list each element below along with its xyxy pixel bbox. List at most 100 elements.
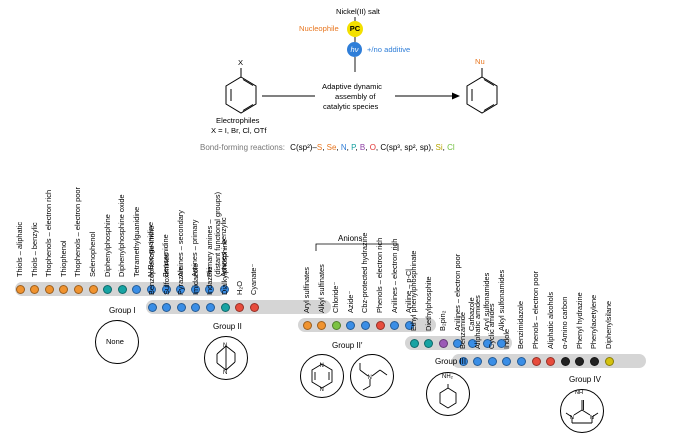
substrate-dot [482, 338, 492, 348]
aryl-nucleophile-product-structure [466, 68, 498, 114]
group-2-label: Group II [213, 322, 242, 331]
svg-text:N: N [320, 387, 324, 393]
substrate-dot [191, 302, 201, 312]
substrate-dot [59, 284, 69, 294]
substrate-dot [375, 320, 385, 330]
bond-element-separator: , [442, 143, 448, 152]
bond-element-0: S [316, 143, 323, 152]
bond-element-separator: , [355, 143, 360, 152]
bond-element-5: O [369, 143, 376, 152]
bond-element-list: S, Se, N, P, B, O, C(sp³, sp², sp), Si, … [317, 143, 455, 152]
group-4-ligand-label: NH [575, 390, 583, 396]
adaptive-text-line3: catalytic species [323, 102, 379, 111]
substrate-dot [331, 320, 341, 330]
svg-text:N: N [570, 415, 574, 421]
bond-element-separator: , [431, 143, 436, 152]
reaction-scheme [225, 17, 498, 114]
group-2-prime-label: Group II′ [332, 341, 363, 350]
bond-element-2: N [340, 143, 347, 152]
cyclohexylamine-structure-icon [439, 384, 457, 409]
substrate-dot [220, 302, 230, 312]
substrate-dot [546, 356, 556, 366]
bond-element-8: Cl [447, 143, 455, 152]
group-1-ligand-circle [95, 320, 139, 364]
substrate-dot [30, 284, 40, 294]
bond-element-separator: , [375, 143, 381, 152]
substrate-dot [409, 338, 419, 348]
svg-text:N: N [590, 415, 594, 421]
substrate-dot [604, 356, 614, 366]
electrophiles-title: Electrophiles [216, 116, 260, 125]
substrate-dot [360, 320, 370, 330]
substrate-dot [560, 356, 570, 366]
substrate-dot [235, 302, 245, 312]
substrate-dot [117, 284, 127, 294]
group-2-ligand-circle: N N [204, 336, 248, 380]
no-additive-label: +/no additive [367, 45, 411, 54]
aryl-halide-structure [225, 68, 257, 114]
substrate-dot [390, 320, 400, 330]
electrophiles-list: X = I, Br, Cl, OTf [211, 126, 267, 135]
group-1-label: Group I [109, 306, 136, 315]
substrate-dot [205, 302, 215, 312]
bond-element-1: Se [326, 143, 337, 152]
substrate-dot [487, 356, 497, 366]
group-2-prime-ligand-circle-a: N N [300, 354, 344, 398]
substrate-dot [15, 284, 25, 294]
adaptive-text-line1: Adaptive dynamic [322, 82, 382, 91]
substrate-dot [73, 284, 83, 294]
substrate-dot [516, 356, 526, 366]
substrate-dot [317, 320, 327, 330]
substrate-dot [346, 320, 356, 330]
nucleophile-label: Nucleophile [299, 24, 339, 33]
substrate-dot [249, 302, 259, 312]
substrate-dot [575, 356, 585, 366]
substrate-dot [458, 356, 468, 366]
x-substituent-label: X [238, 58, 244, 67]
bond-prefix: C(sp²)– [290, 143, 317, 152]
substrate-dot [88, 284, 98, 294]
adaptive-text-line2: assembly of [335, 92, 376, 101]
substrate-dot [404, 320, 414, 330]
group-4-ligand-circle: N N [560, 389, 604, 433]
substrate-dot [176, 302, 186, 312]
substrate-dot [103, 284, 113, 294]
bond-element-7: Si [435, 143, 443, 152]
substrate-dot [161, 284, 171, 294]
nu-substituent-label: Nu [475, 57, 485, 66]
substrate-dot [205, 284, 215, 294]
bond-forming-label: Bond-forming reactions: [200, 143, 285, 152]
bond-forming-reactions: Bond-forming reactions: C(sp²)–S, Se, N,… [200, 143, 455, 152]
bond-element-separator: , [322, 143, 327, 152]
svg-text:N: N [223, 370, 227, 376]
substrate-dot [589, 356, 599, 366]
substrate-dot [502, 356, 512, 366]
substrate-dot [424, 338, 434, 348]
photocatalyst-badge: PC [347, 21, 363, 37]
substrate-dot [531, 356, 541, 366]
bond-element-separator: , [365, 143, 370, 152]
triethylamine-structure-icon: N [359, 363, 388, 391]
group-2-prime-ligand-circle-b: N [350, 354, 394, 398]
substrate-dot [162, 302, 172, 312]
substrate-dot [190, 284, 200, 294]
substrate-dot [473, 356, 483, 366]
svg-text:N: N [320, 363, 324, 369]
group-3-label: Group III [435, 357, 467, 366]
anions-title: Anions [338, 234, 363, 243]
substrate-dot [467, 338, 477, 348]
substrate-dot [453, 338, 463, 348]
dabco-structure-icon: N N [216, 343, 236, 376]
group-3-ligand-circle [426, 372, 470, 416]
svg-text:N: N [368, 375, 372, 381]
nickel-salt-label: Nickel(II) salt [336, 7, 380, 16]
substrate-dot [438, 338, 448, 348]
group-4-label: Group IV [569, 375, 602, 384]
substrate-dot [302, 320, 312, 330]
substrate-dot [176, 284, 186, 294]
bond-element-separator: , [336, 143, 341, 152]
guanidine-base-structure-icon: N N [565, 400, 599, 424]
svg-text:N: N [223, 343, 227, 349]
bond-element-separator: , [346, 143, 352, 152]
